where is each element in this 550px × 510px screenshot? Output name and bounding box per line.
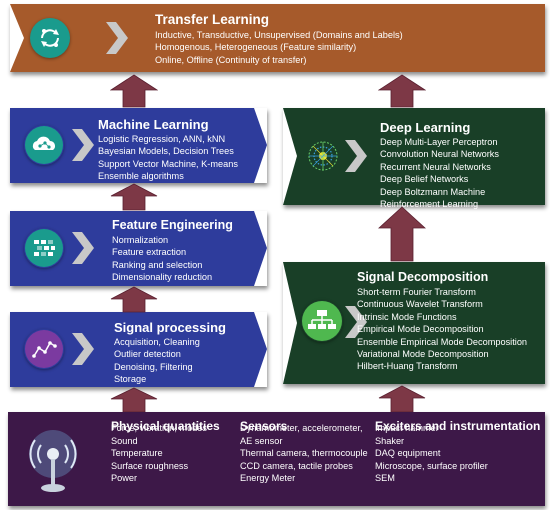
- up-arrow-icon: [378, 74, 426, 108]
- list-item: Homogenous, Heterogeneous (Feature simil…: [155, 42, 357, 53]
- list-item: Microscope, surface profiler: [375, 460, 488, 471]
- list-item: Ranking and selection: [112, 259, 203, 270]
- list-item: Storage: [114, 374, 147, 385]
- sensors-title: Sensors: [240, 419, 288, 433]
- list-item: Ensemble Empirical Mode Decomposition: [357, 336, 528, 347]
- list-item: Energy Meter: [240, 473, 296, 483]
- list-item: Thermal camera, thermocouple: [240, 448, 368, 458]
- up-arrow-icon: [110, 387, 158, 413]
- list-item: DAQ equipment: [375, 448, 441, 458]
- feature-engineering-shape: [10, 211, 267, 286]
- signal-decomposition-list: Short-term Fourier Transform Continuous …: [357, 286, 527, 373]
- signal-decomposition-shape: [283, 262, 545, 384]
- list-item: Short-term Fourier Transform: [357, 287, 476, 297]
- list-item: Support Vector Machine, K-means: [98, 158, 238, 169]
- list-item: Deep Belief Networks: [380, 174, 469, 185]
- transfer-learning-banner: Transfer Learning Inductive, Transductiv…: [10, 4, 545, 72]
- up-arrow-icon: [110, 183, 158, 211]
- list-item: Online, Offline (Continuity of transfer): [155, 54, 307, 65]
- feature-engineering-list: Normalization Feature extraction Ranking…: [112, 234, 212, 284]
- hierarchy-icon: [301, 300, 343, 342]
- line-graph-icon: [24, 329, 64, 369]
- chevron-right-icon: [72, 232, 94, 264]
- signal-processing-banner: Signal processing Acquisition, Cleaning …: [10, 312, 267, 387]
- chevron-right-icon: [106, 22, 128, 54]
- list-item: Ensemble algorithms: [98, 171, 184, 182]
- signal-decomposition-banner: Signal Decomposition Short-term Fourier …: [283, 262, 545, 384]
- list-item: Continuous Wavelet Transform: [357, 299, 483, 310]
- list-item: Hilbert-Huang Transform: [357, 361, 458, 372]
- exciters-title: Exciters and instrumentation: [375, 419, 541, 433]
- list-item: Variational Mode Decomposition: [357, 349, 489, 360]
- list-item: Dimensionality reduction: [112, 272, 213, 283]
- list-item: Logistic Regression, ANN, kNN: [98, 134, 226, 144]
- chevron-right-icon: [345, 140, 367, 172]
- signal-processing-list: Acquisition, Cleaning Outlier detection …: [114, 336, 200, 386]
- grid-pattern-icon: [24, 228, 64, 268]
- list-item: Deep Multi-Layer Perceptron: [380, 137, 498, 147]
- list-item: Outlier detection: [114, 349, 181, 360]
- transfer-learning-list: Inductive, Transductive, Unsupervised (D…: [155, 29, 403, 66]
- list-item: SEM: [375, 473, 395, 483]
- signal-processing-shape: [10, 312, 267, 387]
- machine-learning-title: Machine Learning: [98, 117, 209, 132]
- machine-learning-banner: Machine Learning Logistic Regression, AN…: [10, 108, 267, 183]
- list-item: Force, vibration, modes: [111, 423, 207, 433]
- data-acquisition-panel: Physical quantities Force, vibration, mo…: [8, 412, 545, 506]
- up-arrow-icon: [378, 385, 426, 413]
- up-arrow-icon: [378, 206, 426, 262]
- list-item: Intrinsic Mode Functions: [357, 311, 457, 322]
- refresh-people-icon: [30, 18, 70, 58]
- list-item: AE sensor: [240, 435, 283, 446]
- list-item: Sound: [111, 435, 138, 446]
- up-arrow-icon: [110, 74, 158, 108]
- list-item: Impact hammer: [375, 423, 439, 433]
- list-item: Power: [111, 473, 138, 483]
- transfer-learning-title: Transfer Learning: [155, 12, 270, 27]
- deep-learning-title: Deep Learning: [380, 120, 471, 135]
- chevron-right-icon: [72, 129, 94, 161]
- list-item: Shaker: [375, 435, 405, 446]
- feature-engineering-banner: Feature Engineering Normalization Featur…: [10, 211, 267, 286]
- cloud-network-icon: [24, 125, 64, 165]
- deep-learning-banner: Deep Learning Deep Multi-Layer Perceptro…: [283, 108, 545, 209]
- machine-learning-shape: [10, 108, 267, 183]
- transfer-learning-shape: [10, 4, 545, 72]
- deep-learning-shape: [283, 108, 545, 205]
- deep-learning-list: Deep Multi-Layer Perceptron Convolution …: [380, 136, 499, 210]
- machine-learning-list: Logistic Regression, ANN, kNN Bayesian M…: [98, 133, 238, 183]
- list-item: Bayesian Models, Decision Trees: [98, 146, 234, 157]
- list-item: Dynamometer, accelerometer,: [240, 423, 363, 433]
- list-item: Empirical Mode Decomposition: [357, 324, 484, 335]
- chevron-right-icon: [72, 333, 94, 365]
- antenna-icon: [22, 426, 84, 496]
- list-item: Surface roughness: [111, 460, 189, 471]
- list-item: CCD camera, tactile probes: [240, 460, 353, 471]
- signal-decomposition-title: Signal Decomposition: [357, 270, 489, 284]
- list-item: Feature extraction: [112, 247, 187, 258]
- list-item: Denoising, Filtering: [114, 361, 193, 372]
- chevron-right-icon: [345, 306, 367, 338]
- list-item: Temperature: [111, 448, 163, 458]
- list-item: Deep Boltzmann Machine: [380, 186, 486, 197]
- list-item: Recurrent Neural Networks: [380, 161, 491, 172]
- list-item: Convolution Neural Networks: [380, 149, 499, 160]
- up-arrow-icon: [110, 286, 158, 313]
- list-item: Acquisition, Cleaning: [114, 337, 200, 347]
- list-item: Inductive, Transductive, Unsupervised (D…: [155, 30, 403, 40]
- feature-engineering-title: Feature Engineering: [112, 218, 233, 232]
- physical-quantities-title: Physical quantities: [111, 419, 220, 433]
- list-item: Reinforcement Learning: [380, 199, 479, 210]
- neural-sphere-icon: [303, 136, 343, 176]
- signal-processing-title: Signal processing: [114, 320, 226, 335]
- list-item: Normalization: [112, 235, 169, 245]
